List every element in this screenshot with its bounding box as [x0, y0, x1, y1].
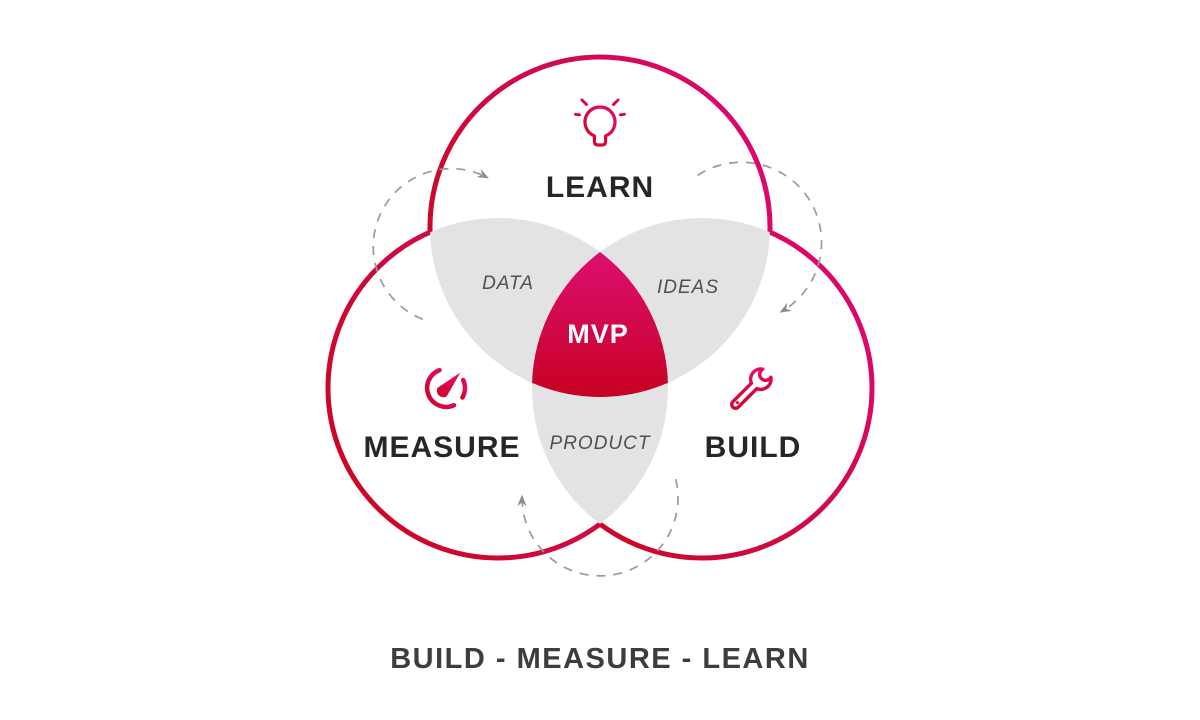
build-label: BUILD: [705, 431, 802, 464]
mvp-center-label: MVP: [567, 319, 629, 349]
cycle-arrow-build-to-measure-icon: [517, 478, 679, 577]
cycle-arrow-measure-to-learn-icon: [372, 167, 489, 321]
overlap-ideas-label: IDEAS: [657, 277, 719, 298]
gauge-icon: [424, 367, 468, 410]
learn-label: LEARN: [546, 171, 654, 204]
measure-label: MEASURE: [363, 431, 520, 464]
cycle-arrow-learn-to-build-icon: [697, 161, 823, 313]
lightbulb-icon: [574, 95, 626, 147]
build-circle-ring: [529, 215, 875, 561]
measure-circle-ring: [325, 215, 671, 561]
overlap-product-label: PRODUCT: [550, 433, 651, 454]
overlap-data-label: DATA: [482, 273, 534, 294]
mvp-center-region: [532, 218, 668, 397]
learn-circle-ring: [427, 54, 773, 400]
wrench-icon: [730, 367, 773, 410]
diagram-caption: BUILD - MEASURE - LEARN: [390, 643, 810, 675]
